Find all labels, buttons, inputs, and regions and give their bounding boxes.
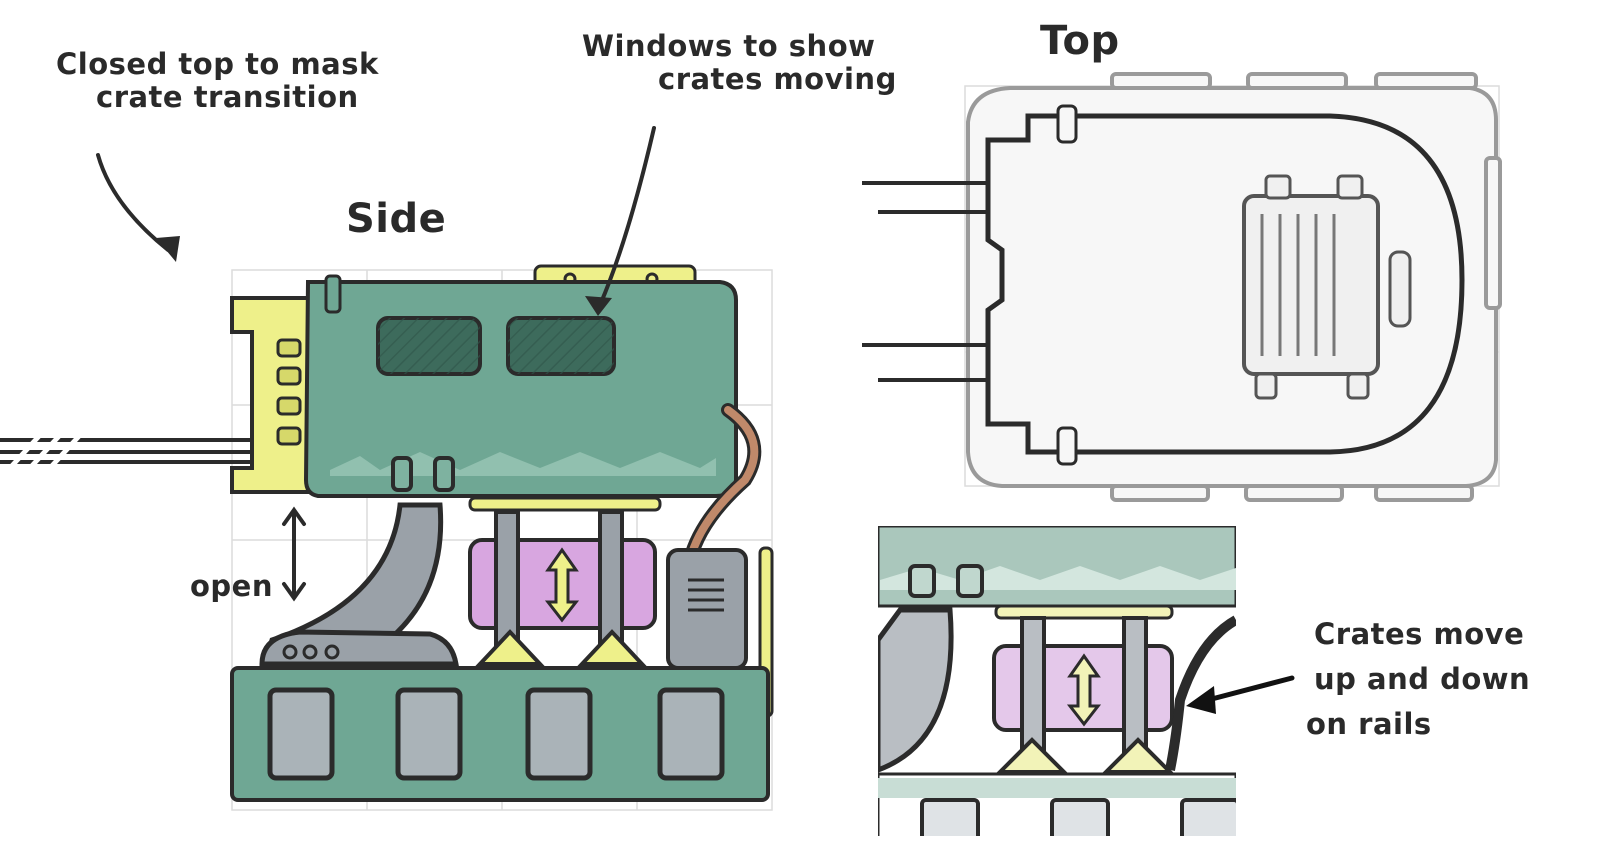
- side-view-title: Side: [346, 196, 447, 242]
- side-clip: [391, 456, 413, 492]
- side-window-left-hatch: [378, 318, 480, 374]
- side-pipe-bolt: [302, 644, 318, 660]
- windows-arrowhead-icon: [585, 296, 612, 316]
- detail-rail-foot: [1101, 737, 1175, 774]
- top-body-tab: [1056, 104, 1078, 144]
- detail-hose: [1165, 615, 1236, 771]
- detail-base-window: [1180, 798, 1236, 836]
- crates-note: Crates move up and down on rails: [1306, 612, 1531, 747]
- side-base: [230, 666, 770, 802]
- open-label: open: [190, 569, 273, 603]
- windows-note: Windows to show crates moving: [582, 29, 897, 97]
- side-window-right-hatch: [508, 318, 614, 374]
- closed-top-note: Closed top to mask crate transition: [56, 47, 379, 115]
- detail-clip: [908, 564, 936, 598]
- closed-top-note-line1: Closed top to mask: [56, 47, 379, 81]
- top-view-title: Top: [1040, 18, 1120, 64]
- side-rail-foot: [475, 629, 545, 666]
- up-down-arrow-icon: [544, 547, 580, 623]
- crates-note-line1: Crates move: [1314, 617, 1525, 651]
- crates-note-line2: up and down: [1314, 661, 1531, 696]
- top-outer-tabs: [1110, 72, 1502, 502]
- windows-note-line2: crates moving: [658, 62, 897, 97]
- side-hose-fill: [686, 406, 759, 564]
- side-yellow-cap: [230, 296, 322, 494]
- detail-lift-bar: [994, 604, 1174, 620]
- side-rails: [0, 433, 255, 470]
- top-rails: [862, 181, 990, 382]
- detail-base-window: [920, 798, 980, 836]
- closed-top-arrowhead-icon: [156, 236, 180, 262]
- windows-note-line1: Windows to show: [582, 29, 876, 63]
- side-pipe-base: [259, 629, 459, 667]
- top-crate: [1242, 174, 1412, 400]
- detail-rail-foot: [995, 737, 1069, 774]
- side-view: [0, 264, 774, 811]
- closed-top-note-line2: crate transition: [96, 80, 359, 115]
- side-pipe-bolt: [324, 644, 340, 660]
- side-rail-foot: [577, 629, 647, 666]
- top-body-tab: [1056, 426, 1078, 466]
- top-view: [862, 72, 1502, 502]
- side-base-windows: [267, 687, 725, 781]
- side-crate-lift: [468, 496, 662, 666]
- detail-clip: [956, 564, 984, 598]
- side-clip: [433, 456, 455, 492]
- side-pipe-bolt: [282, 644, 298, 660]
- closed-top-arrow-icon: [96, 153, 170, 252]
- open-arrow-icon: [282, 506, 306, 602]
- detail-base-band: [878, 778, 1236, 798]
- detail-base-window: [1050, 798, 1110, 836]
- side-housing-tab: [324, 274, 342, 314]
- crates-note-line3: on rails: [1306, 706, 1432, 741]
- side-housing-highlight: [330, 452, 716, 476]
- crates-arrowhead-icon: [1186, 686, 1216, 714]
- detail-curved-pipe: [878, 607, 954, 773]
- detail-view: [878, 526, 1236, 836]
- windows-arrow-icon: [598, 126, 656, 307]
- detail-up-down-arrow-icon: [1066, 653, 1102, 727]
- crates-arrow-icon: [1205, 675, 1295, 703]
